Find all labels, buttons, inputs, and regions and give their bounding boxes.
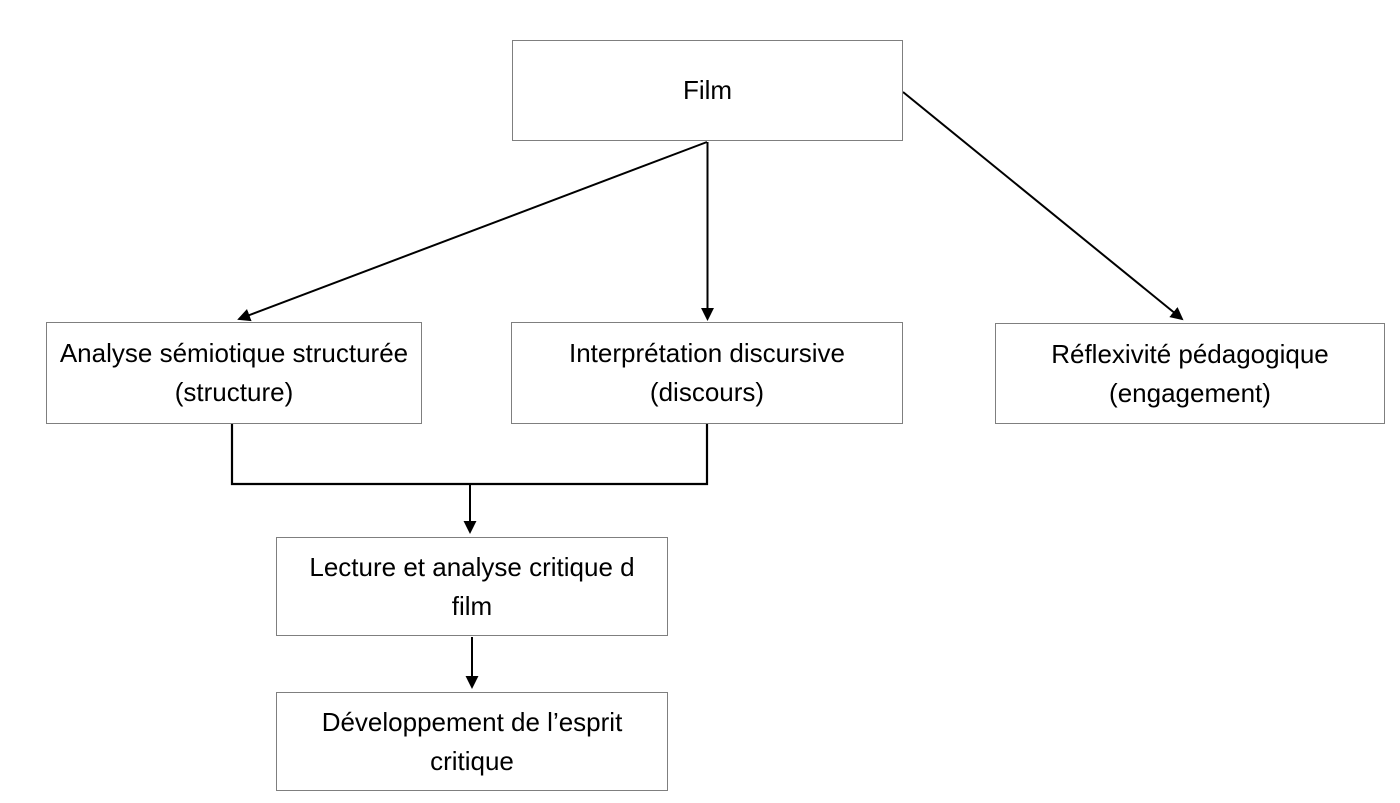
edge-merge-connector — [230, 424, 709, 486]
node-interpretation-discursive: Interprétation discursive (discours) — [511, 322, 903, 424]
edge-film-to-analyse — [237, 141, 708, 322]
node-reflexivite-pedagogique: Réflexivité pédagogique (engagement) — [995, 323, 1385, 424]
node-reflexivite-pedagogique-label-line2: (engagement) — [1109, 377, 1271, 408]
node-interpretation-discursive-label-line1: Interprétation discursive — [568, 338, 846, 368]
node-analyse-semiotique-label-line1: Analyse sémiotique structurée — [59, 338, 409, 368]
node-reflexivite-pedagogique-label-line1: Réflexivité pédagogique — [1051, 338, 1329, 369]
node-developpement: Développement de l’esprit critique — [276, 692, 668, 791]
node-lecture-analyse-label-line2: film — [451, 590, 493, 621]
node-developpement-label-line2: critique — [430, 745, 514, 776]
node-lecture-analyse: Lecture et analyse critique d film — [276, 537, 668, 636]
node-film-label: Film — [682, 75, 733, 105]
node-analyse-semiotique-label-line2: (structure) — [174, 377, 294, 407]
node-analyse-semiotique: Analyse sémiotique structurée (structure… — [46, 322, 422, 424]
node-film: Film — [512, 40, 903, 141]
node-interpretation-discursive-label-line2: (discours) — [649, 377, 765, 407]
node-developpement-label-line1: Développement de l’esprit — [321, 706, 623, 737]
edge-film-to-reflexivite — [902, 91, 1184, 321]
node-lecture-analyse-label-line1: Lecture et analyse critique d — [309, 551, 635, 582]
